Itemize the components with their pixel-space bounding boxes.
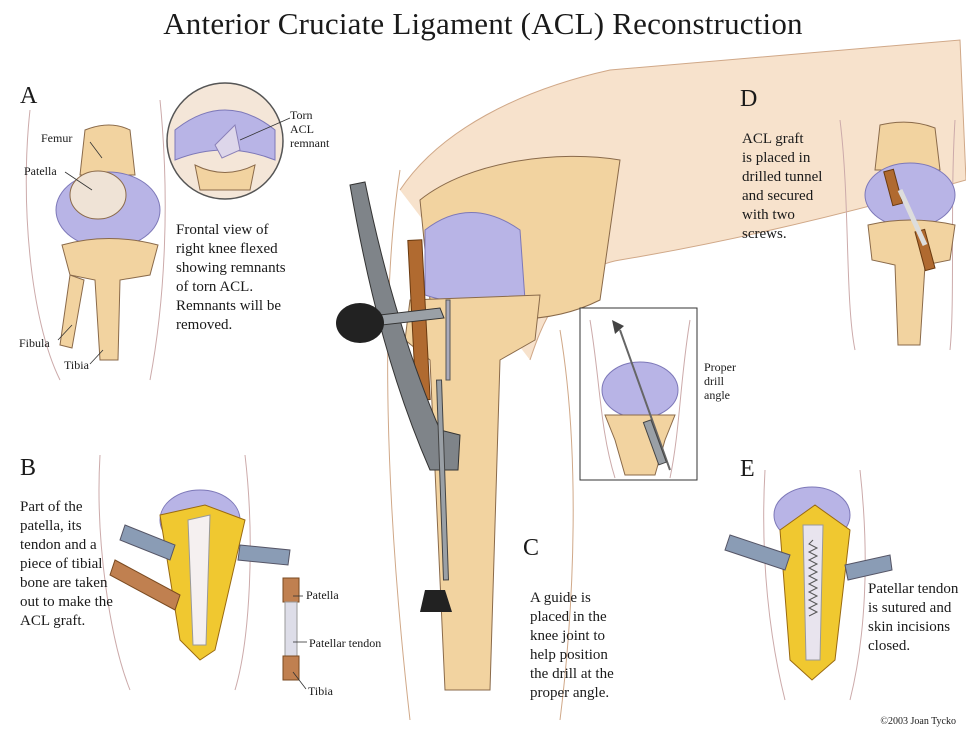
- label-patella-a: Patella: [24, 164, 57, 178]
- panel-a-inset-illustration: [167, 83, 283, 199]
- panel-b-knee-illustration: [99, 455, 290, 690]
- panel-e-letter: E: [740, 456, 755, 483]
- panel-b-caption: Part of the patella, its tendon and a pi…: [20, 498, 113, 631]
- panel-a-caption: Frontal view of right knee flexed showin…: [176, 221, 286, 335]
- label-patellar-tendon-b: Patellar tendon: [309, 636, 381, 650]
- panel-c-inset-illustration: [580, 308, 697, 480]
- label-tibia-a: Tibia: [64, 358, 89, 372]
- label-patella-b: Patella: [306, 588, 339, 602]
- panel-e-caption: Patellar tendon is sutured and skin inci…: [868, 580, 958, 656]
- copyright-credit: ©2003 Joan Tycko: [880, 716, 956, 727]
- panel-b-letter: B: [20, 455, 36, 482]
- panel-a-letter: A: [20, 83, 37, 110]
- panel-d-caption: ACL graft is placed in drilled tunnel an…: [742, 130, 822, 244]
- panel-e-knee-illustration: [725, 470, 892, 700]
- label-femur: Femur: [41, 131, 72, 145]
- panel-c-letter: C: [523, 535, 539, 562]
- panel-d-letter: D: [740, 86, 757, 113]
- panel-b-graft-illustration: [283, 578, 299, 680]
- panel-c-caption: A guide is placed in the knee joint to h…: [530, 589, 614, 703]
- label-tibia-b: Tibia: [308, 684, 333, 698]
- label-proper-drill-angle: Proper drill angle: [704, 360, 736, 402]
- label-torn-acl: Torn ACL remnant: [290, 108, 329, 150]
- label-fibula: Fibula: [19, 336, 50, 350]
